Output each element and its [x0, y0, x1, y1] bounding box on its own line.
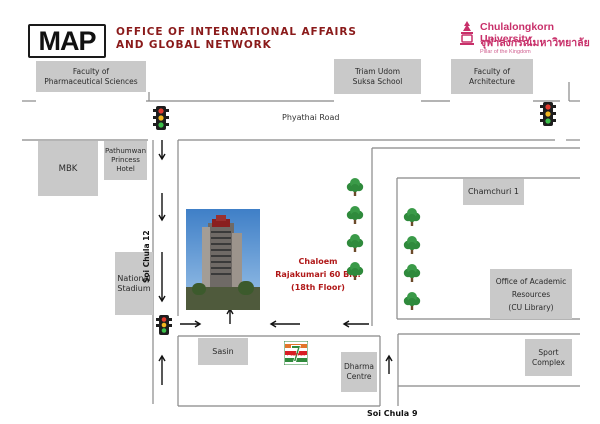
tree-icon: [346, 206, 364, 224]
office-title-line2: AND GLOBAL NETWORK: [116, 39, 272, 51]
university-tagline: Pillar of the Kingdom: [480, 49, 531, 55]
cu-emblem-icon: [460, 21, 474, 45]
mbk: MBK: [38, 141, 98, 196]
traffic-light-icon: [540, 102, 556, 126]
traffic-light-icon: [156, 315, 172, 335]
tree-icon: [346, 178, 364, 196]
tree-icon: [346, 262, 364, 280]
tree-icon: [403, 292, 421, 310]
chamchuri-1: Chamchuri 1: [463, 179, 524, 205]
phyathai-road-label: Phyathai Road: [282, 113, 340, 122]
university-thai-name: จุฬาลงกรณ์มหาวิทยาลัย: [480, 37, 590, 49]
store-name: 7-ELEVEN: [287, 353, 306, 357]
map-logo: MAP: [28, 24, 106, 58]
destination-line1: Chaloem: [298, 257, 338, 266]
sasin: Sasin: [198, 338, 248, 365]
destination-label: Chaloem Rajakumari 60 Bld. (18th Floor): [262, 255, 374, 294]
building-photo: [186, 209, 260, 310]
tree-icon: [403, 208, 421, 226]
seven-eleven-logo: 7-ELEVEN: [284, 341, 308, 365]
office-title: OFFICE OF INTERNATIONAL AFFAIRS AND GLOB…: [116, 26, 357, 52]
destination-line2: Rajakumari 60 Bld.: [275, 270, 361, 279]
tree-icon: [403, 236, 421, 254]
destination-line3: (18th Floor): [291, 283, 345, 292]
soi-chula-9-label: Soi Chula 9: [367, 409, 418, 418]
traffic-light-icon: [153, 106, 169, 130]
office-title-line1: OFFICE OF INTERNATIONAL AFFAIRS: [116, 26, 357, 38]
tree-icon: [403, 264, 421, 282]
tree-icon: [346, 234, 364, 252]
university-name: Chulalongkorn University: [480, 21, 555, 45]
